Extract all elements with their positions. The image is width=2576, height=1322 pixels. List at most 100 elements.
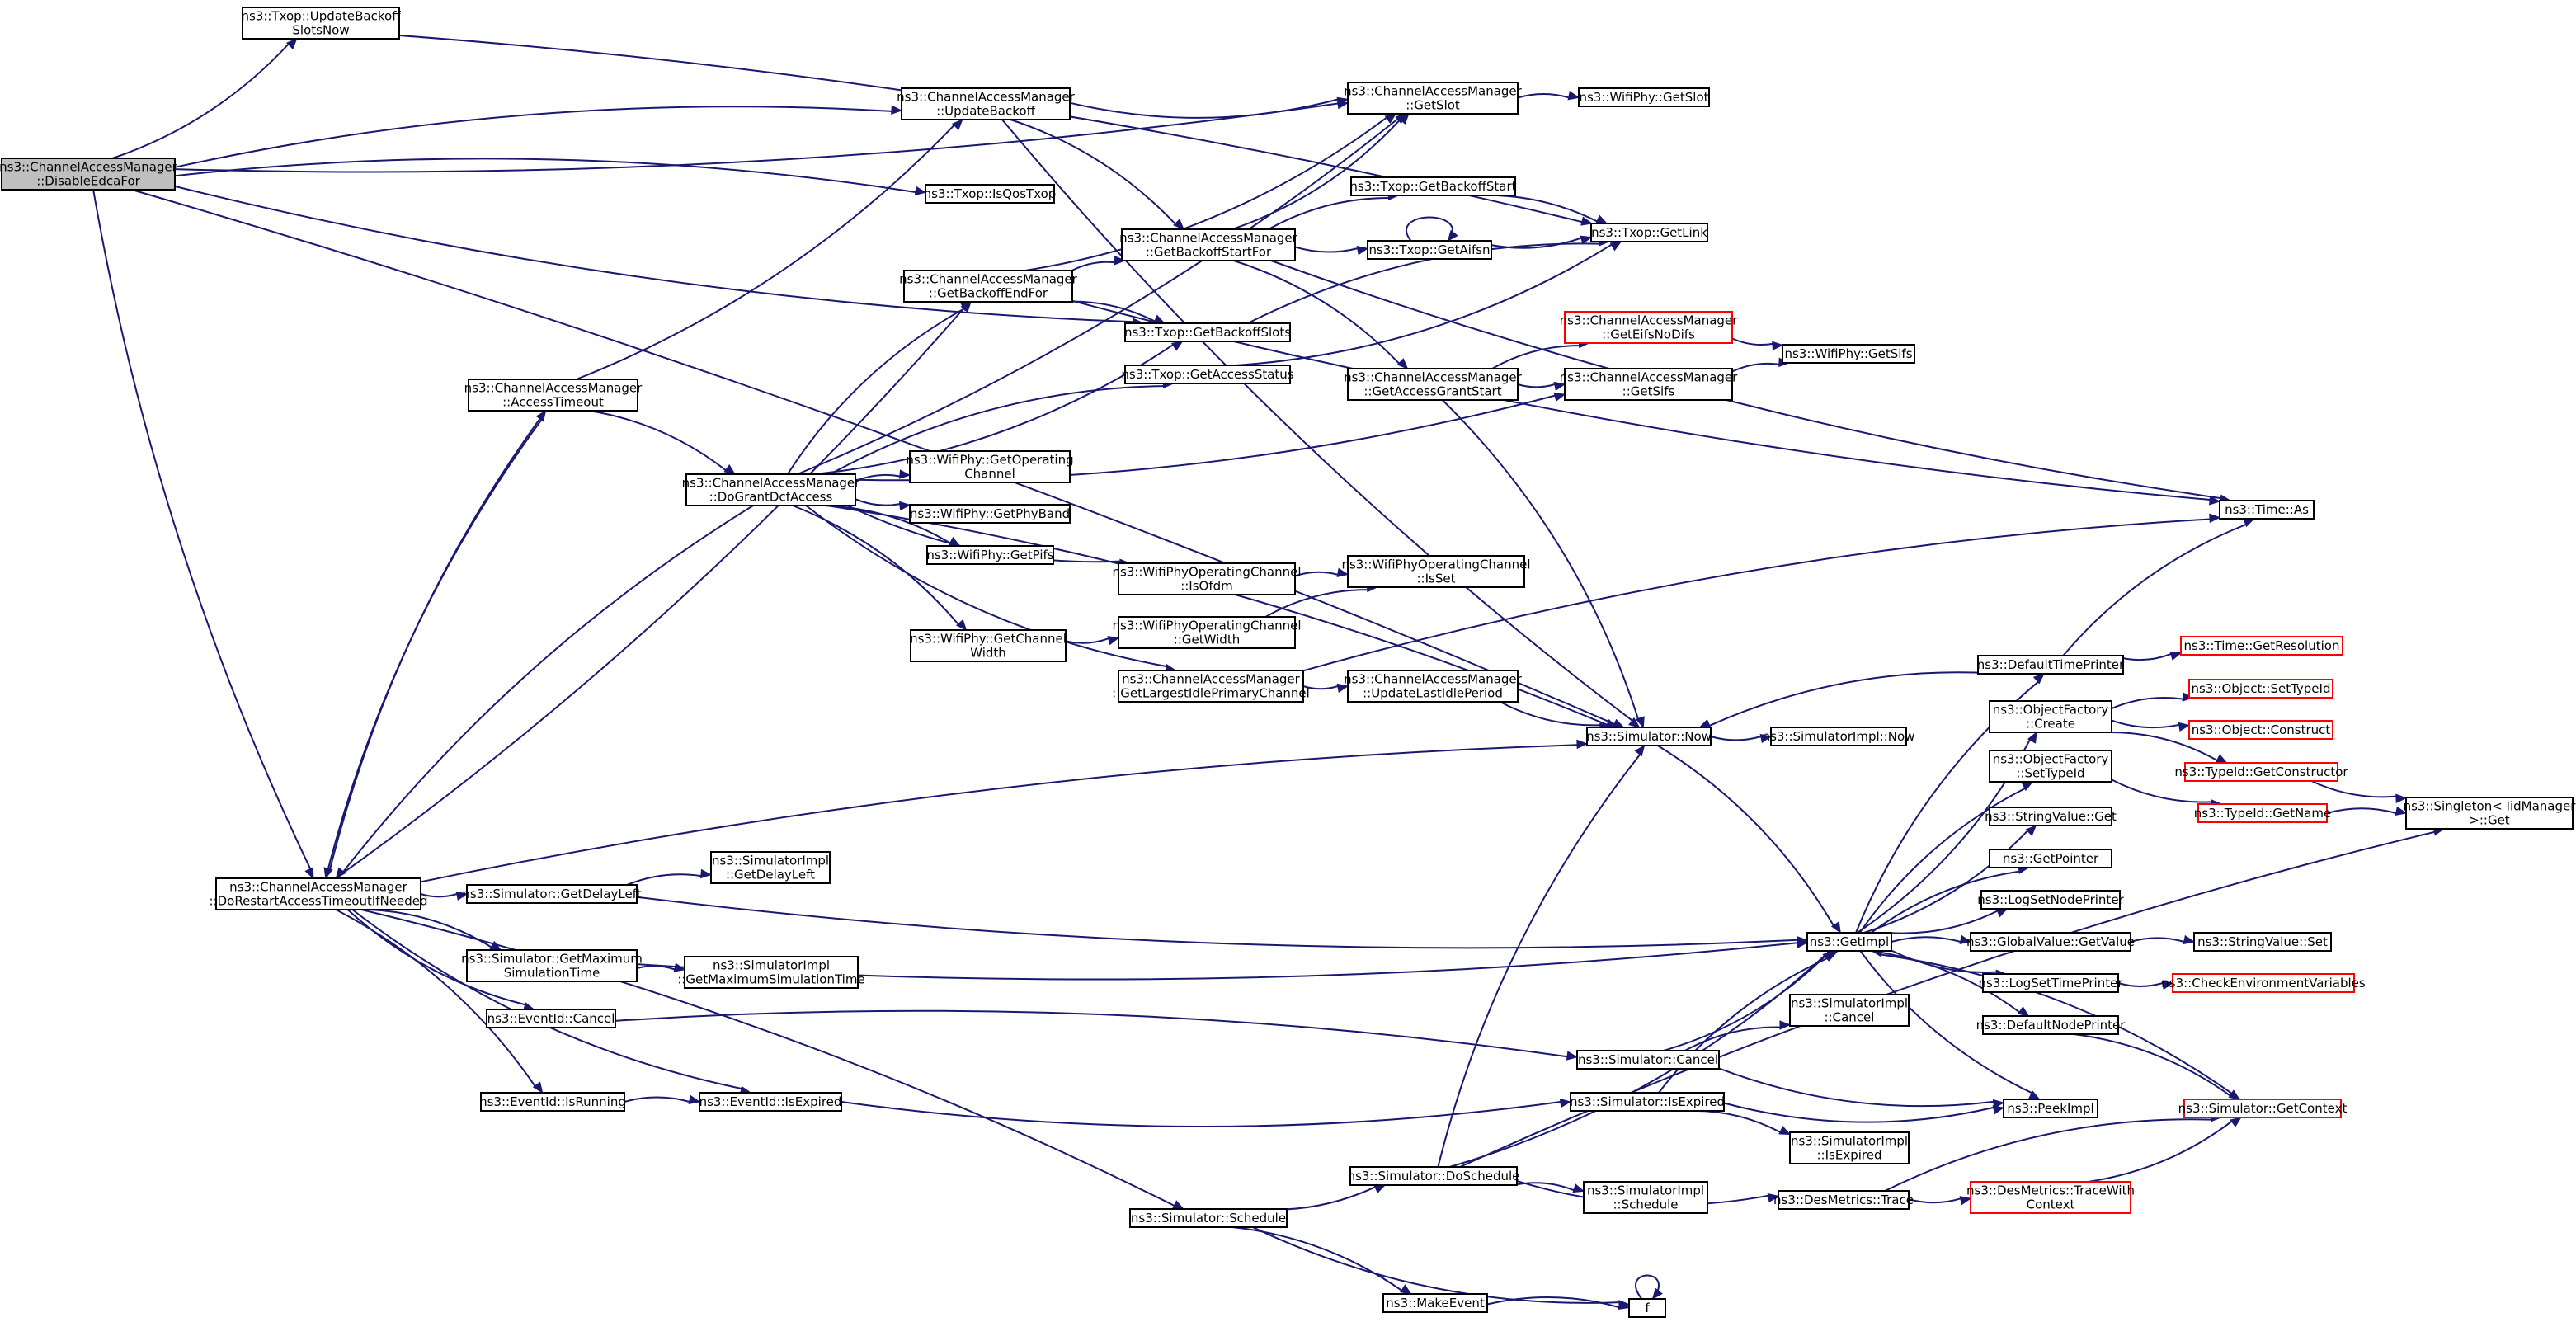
node-SimImplNow[interactable]: ns3::SimulatorImpl::Now [1763,727,1915,746]
node-label: ns3::SimulatorImpl [1791,996,1908,1011]
arrowhead [1114,256,1126,266]
node-SetTypeIdObj[interactable]: ns3::Object::SetTypeId [2188,679,2333,699]
node-StringValueSet[interactable]: ns3::StringValue::Set [2193,932,2332,952]
node-GetBackoffStart[interactable]: ns3::Txop::GetBackoffStart [1349,176,1517,196]
node-GetLargestIdle[interactable]: ns3::ChannelAccessManager::GetLargestIdl… [1112,670,1310,703]
node-DesTrace[interactable]: ns3::DesMetrics::Trace [1773,1190,1914,1210]
call-edge-UpdateBackoff-to-GetSlotCAM [1069,96,1349,119]
call-edge-SimIsExpired-to-PeekImpl [1723,1102,2005,1123]
node-SimGetDelayLeft[interactable]: ns3::Simulator::GetDelayLeft [462,884,642,904]
node-GetResolution[interactable]: ns3::Time::GetResolution [2180,636,2343,656]
node-GVGetValue[interactable]: ns3::GlobalValue::GetValue [1966,932,2135,952]
node-IsOfdm[interactable]: ns3::WifiPhyOperatingChannel::IsOfdm [1112,562,1302,595]
node-box [1590,223,1708,242]
node-LogSetNodePrinter[interactable]: ns3::LogSetNodePrinter [1977,890,2125,910]
node-GetBackoffSlots[interactable]: ns3::Txop::GetBackoffSlots [1124,322,1291,342]
node-DisableEdcaFor[interactable]: ns3::ChannelAccessManager::DisableEdcaFo… [0,158,178,191]
node-DoRestart[interactable]: ns3::ChannelAccessManager::DoRestartAcce… [209,877,428,910]
node-IsQosTxop[interactable]: ns3::Txop::IsQosTxop [924,184,1057,204]
node-GetBackoffStartFor[interactable]: ns3::ChannelAccessManager::GetBackoffSta… [1119,228,1298,261]
node-GetSlotCAM[interactable]: ns3::ChannelAccessManager::GetSlot [1344,82,1523,115]
node-f[interactable]: f [1628,1298,1666,1318]
node-ImplSchedule[interactable]: ns3::SimulatorImpl::Schedule [1583,1181,1708,1214]
node-SimDoSchedule[interactable]: ns3::Simulator::DoSchedule [1348,1166,1520,1186]
node-LogSetTimePrinter[interactable]: ns3::LogSetTimePrinter [1978,973,2123,993]
node-SimGetMax[interactable]: ns3::Simulator::GetMaximumSimulationTime [461,949,643,982]
node-label: ns3::StringValue::Set [2197,934,2328,949]
node-DoGrantDcfAccess[interactable]: ns3::ChannelAccessManager::DoGrantDcfAcc… [682,473,860,506]
node-label: ns3::SimulatorImpl [1791,1134,1908,1149]
arrowhead [1595,214,1608,224]
node-GetPointer[interactable]: ns3::GetPointer [1989,849,2112,868]
node-StringValueGet[interactable]: ns3::StringValue::Get [1985,807,2117,826]
node-EventIdCancel[interactable]: ns3::EventId::Cancel [486,1009,616,1028]
node-label: ns3::EventId::IsRunning [479,1094,626,1109]
node-box [242,7,400,40]
node-DefaultNodePrinter[interactable]: ns3::DefaultNodePrinter [1976,1015,2126,1035]
arrowhead [1173,219,1184,230]
node-EventIdIsRunning[interactable]: ns3::EventId::IsRunning [479,1092,626,1112]
node-label: ns3::Txop::IsQosTxop [924,186,1057,201]
node-DefaultTimePrinter[interactable]: ns3::DefaultTimePrinter [1977,655,2125,675]
node-GetWidth[interactable]: ns3::WifiPhyOperatingChannel::GetWidth [1112,616,1302,649]
node-GetSifsCAM[interactable]: ns3::ChannelAccessManager::GetSifs [1560,368,1738,401]
call-edge-DisableEdcaFor-to-GetBackoffSlots [174,185,1145,328]
node-ImplGetMax[interactable]: ns3::SimulatorImpl::GetMaximumSimulation… [677,956,865,989]
node-GetAccessStatus[interactable]: ns3::Txop::GetAccessStatus [1121,365,1294,384]
node-SimIsExpired[interactable]: ns3::Simulator::IsExpired [1570,1092,1725,1112]
node-SimNow[interactable]: ns3::Simulator::Now [1586,727,1712,746]
node-CheckEnv[interactable]: ns3::CheckEnvironmentVariables [2161,973,2366,993]
node-GetAifsn[interactable]: ns3::Txop::GetAifsn [1367,240,1492,260]
node-box [684,956,859,989]
node-IsSet[interactable]: ns3::WifiPhyOperatingChannel::IsSet [1341,555,1531,588]
node-GetLink[interactable]: ns3::Txop::GetLink [1590,223,1708,242]
node-GetContext[interactable]: ns3::Simulator::GetContext [2178,1099,2348,1118]
node-AccessTimeout[interactable]: ns3::ChannelAccessManager::AccessTimeout [464,379,643,412]
node-Construct[interactable]: ns3::Object::Construct [2188,720,2333,740]
node-UpdateLastIdle[interactable]: ns3::ChannelAccessManager::UpdateLastIdl… [1344,670,1523,703]
node-box [1989,849,2112,868]
node-GetPifs[interactable]: ns3::WifiPhy::GetPifs [926,545,1054,565]
arrowhead [1797,939,1809,948]
node-TimeAs[interactable]: ns3::Time::As [2219,500,2315,520]
node-PeekImpl[interactable]: ns3::PeekImpl [2003,1099,2098,1118]
node-GetName[interactable]: ns3::TypeId::GetName [2194,803,2331,823]
node-MakeEvent[interactable]: ns3::MakeEvent [1382,1293,1488,1313]
arrowhead [1618,1300,1631,1310]
arrowhead [1698,718,1712,728]
node-OFCreate[interactable]: ns3::ObjectFactory::Create [1989,700,2112,733]
node-GetAccessGrantStart[interactable]: ns3::ChannelAccessManager::GetAccessGran… [1344,368,1523,401]
node-SimCancel[interactable]: ns3::Simulator::Cancel [1576,1050,1720,1070]
node-SingletonGet[interactable]: ns3::Singleton< IidManager >::Get [2404,797,2576,830]
node-GetImpl[interactable]: ns3::GetImpl [1806,932,1892,952]
node-OFSetTypeId[interactable]: ns3::ObjectFactory::SetTypeId [1989,750,2112,783]
call-edge-LogSetTimePrinter-to-CheckEnv [2117,980,2174,990]
call-edge-DefaultTimePrinter-to-GetResolution [2122,651,2183,661]
node-GetPhyBand[interactable]: ns3::WifiPhy::GetPhyBand [909,504,1071,524]
arrowhead [1172,1200,1184,1210]
node-ImplCancel[interactable]: ns3::SimulatorImpl::Cancel [1789,994,1910,1027]
node-GetEifsNoDifs[interactable]: ns3::ChannelAccessManager::GetEifsNoDifs [1560,311,1738,344]
node-WifiPhyGetSifs[interactable]: ns3::WifiPhy::GetSifs [1782,344,1915,364]
node-box [1382,1293,1488,1313]
node-ImplIsExpired[interactable]: ns3::SimulatorImpl::IsExpired [1789,1131,1910,1164]
node-EventIdIsExpired[interactable]: ns3::EventId::IsExpired [699,1092,842,1112]
node-box [1350,176,1516,196]
node-WifiPhyGetSlot[interactable]: ns3::WifiPhy::GetSlot [1578,87,1710,107]
arrowhead [1634,744,1646,757]
node-GetBackoffEndFor[interactable]: ns3::ChannelAccessManager::GetBackoffEnd… [899,270,1078,303]
node-SimSchedule[interactable]: ns3::Simulator::Schedule [1129,1208,1288,1228]
node-UpdateBackoff[interactable]: ns3::ChannelAccessManager::UpdateBackoff [897,87,1076,120]
arrowhead [455,891,469,901]
node-GetConstructor[interactable]: ns3::TypeId::GetConstructor [2174,762,2348,782]
node-label: ::SetTypeId [2016,766,2084,781]
node-label: ns3::PeekImpl [2007,1101,2093,1116]
arrowhead [899,501,911,511]
node-ImplGetDelayLeft[interactable]: ns3::SimulatorImpl::GetDelayLeft [710,851,831,884]
arrowhead [1830,921,1841,934]
node-label: SlotsNow [292,23,349,38]
